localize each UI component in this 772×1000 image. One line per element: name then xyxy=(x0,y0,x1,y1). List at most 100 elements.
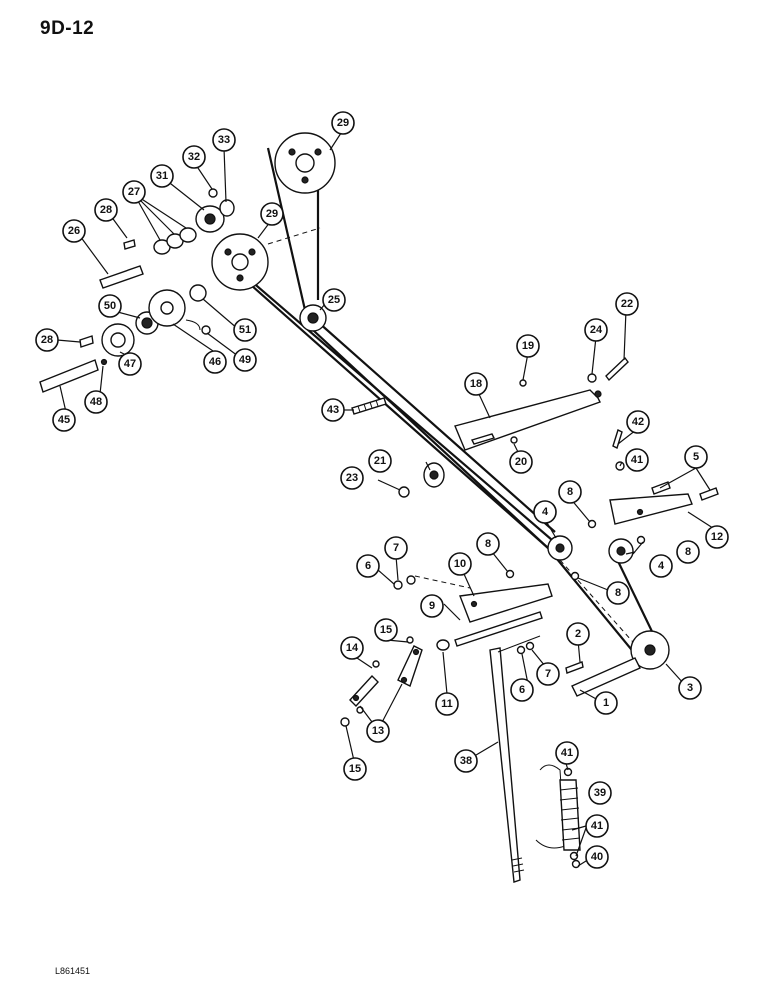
callout-label: 25 xyxy=(328,294,340,306)
callout-label: 23 xyxy=(346,472,358,484)
callout-41-middle: 41 xyxy=(555,741,579,765)
part-callouts: 29 29 33 32 31 27 28 26 25 50 28 51 46 4… xyxy=(35,111,729,869)
callout-label: 43 xyxy=(327,404,339,416)
callout-label: 20 xyxy=(515,456,527,468)
callout-label: 27 xyxy=(128,186,140,198)
callout-label: 8 xyxy=(567,486,573,498)
callout-49: 49 xyxy=(233,348,257,372)
callout-label: 9 xyxy=(429,600,435,612)
callout-label: 48 xyxy=(90,396,102,408)
callout-41-top: 41 xyxy=(625,448,649,472)
callout-label: 41 xyxy=(631,454,643,466)
callout-4-left: 4 xyxy=(533,500,557,524)
callout-11: 11 xyxy=(435,692,459,716)
lower-bracket xyxy=(393,575,553,655)
callout-47: 47 xyxy=(118,352,142,376)
callout-6-right: 6 xyxy=(510,678,534,702)
callout-27: 27 xyxy=(122,180,146,204)
callout-1: 1 xyxy=(594,691,618,715)
callout-label: 6 xyxy=(365,560,371,572)
callout-18: 18 xyxy=(464,372,488,396)
callout-label: 41 xyxy=(561,747,573,759)
callout-38: 38 xyxy=(454,749,478,773)
callout-label: 6 xyxy=(519,684,525,696)
callout-label: 15 xyxy=(380,624,392,636)
callout-label: 7 xyxy=(545,668,551,680)
callout-15-bottom: 15 xyxy=(343,757,367,781)
callout-46: 46 xyxy=(203,350,227,374)
callout-28-upper: 28 xyxy=(94,198,118,222)
callout-29-upper: 29 xyxy=(331,111,355,135)
callout-48: 48 xyxy=(84,390,108,414)
callout-label: 8 xyxy=(685,546,691,558)
callout-label: 51 xyxy=(239,324,251,336)
callout-label: 19 xyxy=(522,340,534,352)
callout-25: 25 xyxy=(322,288,346,312)
callout-43: 43 xyxy=(321,398,345,422)
callout-15-top: 15 xyxy=(374,618,398,642)
callout-21: 21 xyxy=(368,449,392,473)
callout-24: 24 xyxy=(584,318,608,342)
callout-label: 11 xyxy=(441,698,453,710)
callout-50: 50 xyxy=(98,294,122,318)
callout-label: 22 xyxy=(621,298,633,310)
callout-20: 20 xyxy=(509,450,533,474)
callout-label: 33 xyxy=(218,134,230,146)
callout-label: 46 xyxy=(209,356,221,368)
callout-label: 29 xyxy=(266,208,278,220)
callout-23: 23 xyxy=(340,466,364,490)
callout-8-lower-right: 8 xyxy=(606,581,630,605)
callout-22: 22 xyxy=(615,292,639,316)
callout-3: 3 xyxy=(678,676,702,700)
callout-31: 31 xyxy=(150,164,174,188)
drawing-number: L861451 xyxy=(55,966,91,976)
callout-6-left: 6 xyxy=(356,554,380,578)
callout-label: 26 xyxy=(68,225,80,237)
callout-10: 10 xyxy=(448,552,472,576)
callout-label: 4 xyxy=(542,506,549,518)
callout-label: 8 xyxy=(615,587,621,599)
control-rod xyxy=(489,635,541,883)
callout-label: 8 xyxy=(485,538,491,550)
bearing-stack xyxy=(153,188,235,255)
callout-label: 14 xyxy=(346,642,359,654)
upper-shaft xyxy=(99,239,144,289)
callout-label: 24 xyxy=(590,324,603,336)
callout-label: 12 xyxy=(711,531,723,543)
callout-label: 1 xyxy=(603,697,609,709)
callout-8-middle: 8 xyxy=(476,532,500,556)
callout-51: 51 xyxy=(233,318,257,342)
threaded-rod xyxy=(351,397,387,415)
callout-28-lower: 28 xyxy=(35,328,59,352)
callout-label: 7 xyxy=(393,542,399,554)
callout-label: 13 xyxy=(372,725,384,737)
callout-45: 45 xyxy=(52,408,76,432)
callout-4-right: 4 xyxy=(649,554,673,578)
callout-7-left: 7 xyxy=(384,536,408,560)
lower-bearing-group xyxy=(39,284,211,393)
callout-5: 5 xyxy=(684,445,708,469)
page-number: 9D-12 xyxy=(40,18,95,39)
leader-lines xyxy=(56,129,717,867)
callout-8-top: 8 xyxy=(558,480,582,504)
callout-label: 38 xyxy=(460,755,472,767)
callout-label: 5 xyxy=(693,451,699,463)
callout-label: 2 xyxy=(575,628,581,640)
callout-label: 4 xyxy=(658,560,665,572)
callout-label: 3 xyxy=(687,682,693,694)
callout-14: 14 xyxy=(340,636,364,660)
lower-sprocket xyxy=(211,227,321,291)
callout-label: 18 xyxy=(470,378,482,390)
callout-39: 39 xyxy=(588,781,612,805)
middle-sprockets xyxy=(505,519,646,581)
idler-sprocket xyxy=(299,304,327,332)
callout-label: 42 xyxy=(632,416,644,428)
callout-32: 32 xyxy=(182,145,206,169)
callout-29-lower: 29 xyxy=(260,202,284,226)
callout-label: 15 xyxy=(349,763,361,775)
callout-label: 50 xyxy=(104,300,116,312)
callout-label: 29 xyxy=(337,117,349,129)
callout-label: 49 xyxy=(239,354,251,366)
